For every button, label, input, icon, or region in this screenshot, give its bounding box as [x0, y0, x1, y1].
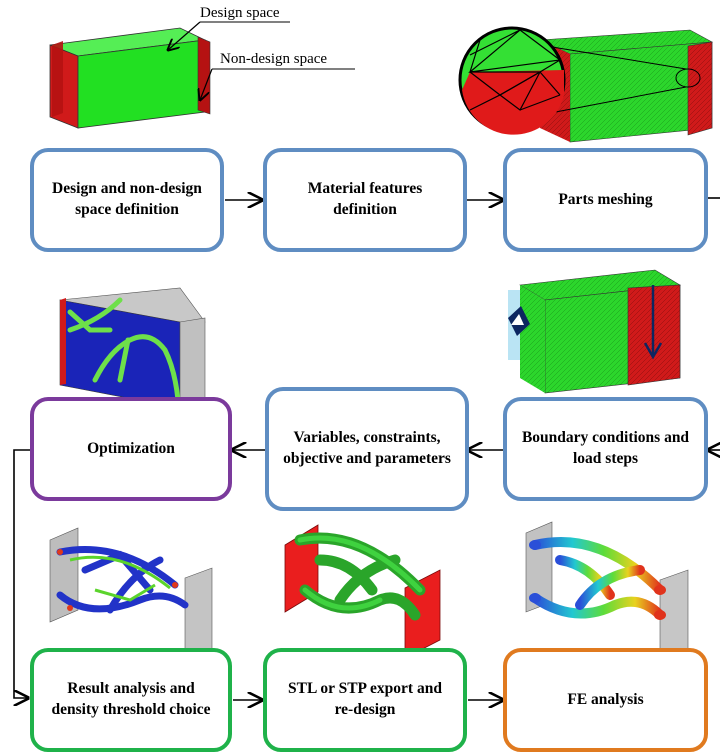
- flow-connectors: [13, 198, 720, 700]
- design-space-arrow: [168, 21, 201, 50]
- step-parts-meshing: Parts meshing: [503, 148, 708, 252]
- design-space-box-illustration: [49, 27, 211, 129]
- optimization-result-illustration: [59, 287, 206, 409]
- step-variables-constraints: Variables, constraints, objective and pa…: [265, 387, 469, 511]
- step-boundary-conditions: Boundary conditions and load steps: [503, 397, 708, 501]
- boundary-conditions-illustration: [508, 269, 681, 394]
- stl-export-illustration: [284, 524, 441, 659]
- design-space-label: Design space: [200, 5, 280, 21]
- fe-analysis-illustration: [525, 521, 689, 661]
- step-fe-analysis: FE analysis: [503, 648, 708, 752]
- step-design-definition: Design and non-design space definition: [30, 148, 224, 252]
- result-analysis-illustration: [49, 527, 213, 661]
- step-result-analysis: Result analysis and density threshold ch…: [30, 648, 232, 752]
- meshed-part-illustration: [458, 26, 714, 143]
- non-design-space-label: Non-design space: [220, 51, 328, 67]
- step-material-features: Material features definition: [263, 148, 467, 252]
- non-design-space-arrow: [200, 68, 213, 100]
- step-optimization: Optimization: [30, 397, 232, 501]
- step-stl-export: STL or STP export and re-design: [263, 648, 467, 752]
